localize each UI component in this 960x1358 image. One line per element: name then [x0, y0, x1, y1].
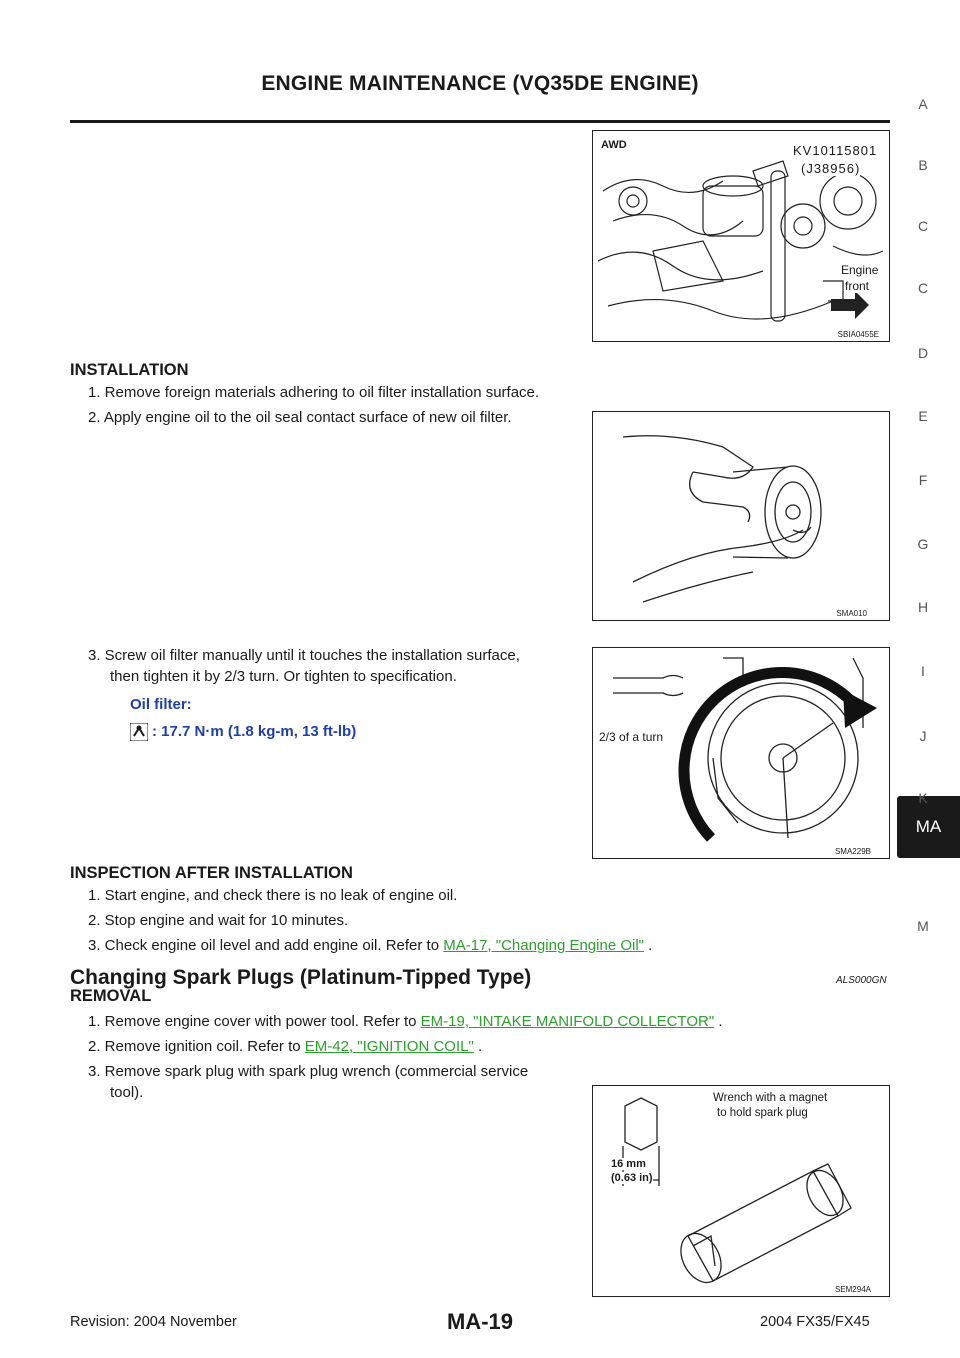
side-index-a[interactable]: A: [918, 96, 928, 112]
side-index-c2[interactable]: C: [917, 280, 929, 296]
side-index-ma-tab[interactable]: MA: [897, 796, 960, 858]
page-title: ENGINE MAINTENANCE (VQ35DE ENGINE): [261, 72, 699, 95]
fig2-caption: SMA010: [836, 609, 867, 618]
removal-step-2: 2. Remove ignition coil. Refer to EM-42,…: [88, 1038, 483, 1055]
removal-step-3-line-1: 3. Remove spark plug with spark plug wre…: [88, 1063, 529, 1080]
side-index-c[interactable]: C: [917, 218, 929, 234]
side-index-h[interactable]: H: [917, 599, 929, 615]
installation-step-1: 1. Remove foreign materials adhering to …: [88, 384, 540, 401]
header-rule: [70, 120, 890, 123]
figure-oil-filter-wrench: AWD KV10115801 (J38956) Engine front SBI…: [592, 130, 890, 342]
fig1-awd-label: AWD: [599, 139, 629, 151]
spark-plugs-heading: Changing Spark Plugs (Platinum-Tipped Ty…: [70, 966, 532, 989]
fig4-wrench-label-1: Wrench with a magnet: [713, 1092, 828, 1104]
inspection-step-1: 1. Start engine, and check there is no l…: [88, 887, 458, 904]
apply-oil-illustration: [622, 435, 822, 603]
link-intake-manifold-collector[interactable]: EM-19, "INTAKE MANIFOLD COLLECTOR": [420, 1013, 715, 1030]
side-index-e[interactable]: E: [918, 408, 928, 424]
link-ignition-coil[interactable]: EM-42, "IGNITION COIL": [304, 1038, 474, 1055]
fig4-caption: SEM294A: [834, 1285, 871, 1294]
side-index-i[interactable]: I: [921, 663, 925, 679]
inspection-heading: INSPECTION AFTER INSTALLATION: [70, 864, 353, 882]
two-thirds-turn-illustration: [613, 657, 877, 842]
inspection-step-3-text: 3. Check engine oil level and add engine…: [88, 937, 444, 954]
inspection-step-3: 3. Check engine oil level and add engine…: [88, 937, 653, 954]
oil-filter-spec-value: : 17.7 N·m (1.8 kg-m, 13 ft-lb): [152, 723, 357, 740]
fig4-size-label-2: (0.63 in): [611, 1172, 653, 1184]
fig1-front-label-2: front: [845, 279, 870, 293]
section-code: ALS000GN: [836, 975, 887, 986]
fig4-size-label-1: 16 mm: [611, 1158, 646, 1170]
installation-step-3-line-2: then tighten it by 2/3 turn. Or tighten …: [110, 668, 457, 685]
fig4-wrench-label-2: to hold spark plug: [717, 1107, 808, 1119]
installation-heading: INSTALLATION: [70, 361, 189, 379]
side-index-d[interactable]: D: [917, 345, 929, 361]
figure-two-thirds-turn: 2/3 of a turn SMA229B: [592, 647, 890, 859]
torque-wrench-icon: [129, 722, 149, 742]
link-changing-engine-oil[interactable]: MA-17, "Changing Engine Oil": [443, 937, 644, 954]
installation-step-2: 2. Apply engine oil to the oil seal cont…: [88, 409, 512, 426]
engine-front-arrow-icon: [831, 291, 869, 319]
fig1-tool-label-2: (J38956): [801, 161, 861, 176]
oil-filter-wrench-illustration: [597, 160, 884, 322]
footer-revision: Revision: 2004 November: [70, 1314, 237, 1330]
turn-arrow-icon: [843, 690, 877, 728]
side-index-k[interactable]: K: [918, 790, 928, 806]
side-index-b[interactable]: B: [918, 157, 928, 173]
page-number: MA-19: [446, 1309, 513, 1334]
inspection-step-2: 2. Stop engine and wait for 10 minutes.: [88, 912, 349, 929]
installation-step-3-line-1: 3. Screw oil filter manually until it to…: [88, 647, 520, 664]
removal-step-3-line-2: tool).: [110, 1084, 144, 1101]
fig1-front-label-1: Engine: [841, 263, 879, 277]
footer-model: 2004 FX35/FX45: [760, 1314, 870, 1330]
side-index-g[interactable]: G: [917, 536, 929, 552]
side-index-f[interactable]: F: [918, 472, 928, 488]
figure-spark-plug-wrench: Wrench with a magnet to hold spark plug …: [592, 1085, 890, 1297]
removal-heading: REMOVAL: [70, 987, 152, 1005]
oil-filter-spec-label: Oil filter:: [130, 696, 192, 713]
removal-step-1: 1. Remove engine cover with power tool. …: [88, 1013, 723, 1030]
side-index-j[interactable]: J: [919, 728, 927, 744]
figure-apply-oil: SMA010: [592, 411, 890, 621]
fig3-turn-label: 2/3 of a turn: [599, 730, 664, 744]
fig1-caption: SBIA0455E: [837, 330, 879, 339]
fig3-caption: SMA229B: [834, 847, 871, 856]
side-index-m[interactable]: M: [917, 918, 929, 934]
fig1-tool-label-1: KV10115801: [793, 143, 878, 158]
